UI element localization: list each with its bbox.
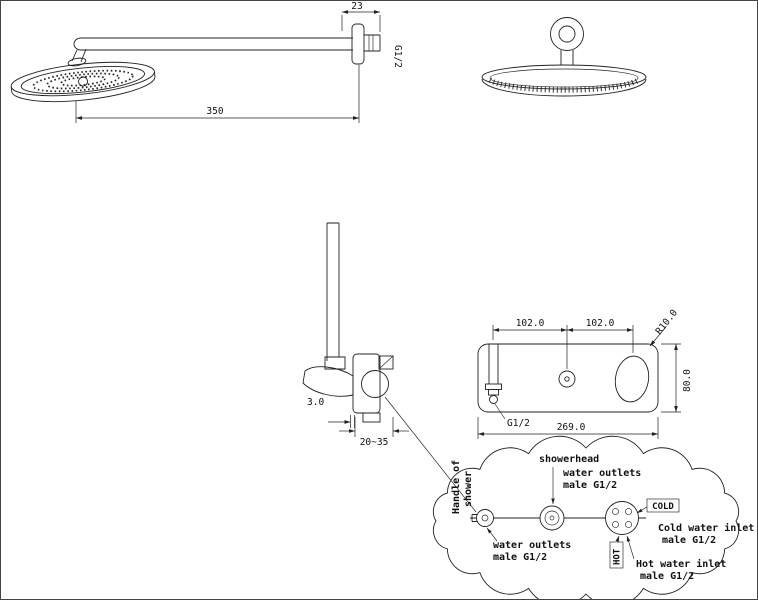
valve-bottom-stub [362, 412, 381, 423]
head-front-body [481, 78, 647, 97]
handle-label-line1: Handle of [451, 460, 462, 514]
plate-pipe-outlet [489, 395, 498, 404]
dim-350-label: 350 [206, 106, 223, 117]
dim-102-left-label: 102.0 [516, 318, 545, 329]
outlets-bottom-label-line1: water outlets [493, 540, 571, 551]
shower-head-side [10, 61, 156, 103]
stub-thread-lines [368, 35, 374, 51]
hot-inlet-label-line1: Hot water inlet [636, 558, 726, 570]
dim-20-35-extensions [354, 417, 394, 437]
head-center-cap [78, 76, 89, 87]
cloud-outline [432, 435, 740, 599]
cold-tag: COLD [652, 502, 674, 512]
head-front-hatch-ticks [488, 77, 640, 93]
inlet-bolt-1 [612, 508, 619, 515]
dim-23-extensions [341, 15, 381, 32]
dim-80-label: 80.0 [682, 369, 693, 392]
front-view-shower-head [481, 17, 647, 97]
thread-g12-plate-leader [494, 403, 506, 420]
thread-g12-arm-label: G1/2 [392, 45, 403, 68]
hot-tag-box [609, 541, 624, 569]
hot-tag-leader [615, 535, 620, 543]
mount-ring-inner [558, 25, 576, 43]
head-outer-rim [10, 61, 155, 97]
handle-outlet-dot [481, 514, 489, 522]
dim-3-label: 3.0 [307, 397, 324, 408]
mount-ring-outer [550, 17, 584, 51]
head-front-rim [481, 64, 647, 90]
hot-inlet-label-line2: male G1/2 [640, 571, 694, 582]
dim-23-label: 23 [351, 1, 362, 12]
plate-handle-oval [614, 355, 650, 403]
head-rim-thickness [10, 71, 156, 103]
wall-stub-pipe [364, 34, 381, 52]
outlets-top-label-line2: male G1/2 [563, 480, 617, 491]
dim-80-extensions [661, 343, 681, 413]
cold-inlet-label-line2: male G1/2 [662, 535, 716, 546]
front-view-mixer-valve: 3.0 20~35 [302, 222, 409, 448]
hot-inlet-leader [626, 535, 635, 560]
side-view-shower-arm: 23 G1/2 350 [10, 1, 403, 123]
dim-269-label: 269.0 [557, 422, 586, 433]
cold-tag-leader [636, 506, 648, 514]
back-view-mounting-plate: 102.0 102.0 R10.0 80.0 G1/2 269.0 [477, 307, 693, 439]
head-front-inner [489, 68, 639, 88]
nozzle-row-1 [32, 69, 134, 93]
radius-r10-label: R10.0 [654, 307, 680, 337]
head-inner-rim [20, 65, 146, 95]
showerhead-outlet-circle [539, 505, 565, 531]
nozzle-row-2 [46, 72, 120, 90]
valve-to-cloud-leader [384, 396, 477, 513]
wall-flange [351, 23, 365, 65]
dim-3-extensions [350, 415, 355, 428]
plate-top-extensions [492, 325, 634, 369]
arm-elbow [71, 48, 87, 63]
outlets-bottom-label-line2: male G1/2 [493, 552, 547, 563]
showerhead-outlet-dot [549, 515, 555, 521]
valve-cartridge [361, 370, 389, 398]
detail-callout-cloud: Handle of shower showerhead water outlet… [432, 435, 754, 599]
plate-pipe-nut [485, 383, 502, 390]
inlet-bolt-2 [625, 508, 632, 515]
cold-inlet-label-line1: Cold water inlet [658, 522, 754, 534]
valve-body [352, 353, 381, 414]
cold-tag-box [646, 498, 680, 513]
inlet-bolt-4 [625, 521, 632, 528]
connector-nut [67, 57, 87, 67]
dim-20-35-label: 20~35 [360, 437, 389, 448]
thread-g12-plate-label: G1/2 [507, 418, 530, 429]
shower-arm-outline [81, 37, 353, 51]
plate-center-dot [564, 376, 570, 382]
inlet-flange-circle [605, 501, 639, 535]
arm-end-cap [73, 37, 82, 51]
riser-elbow [324, 356, 346, 370]
outlets-top-label-line1: water outlets [563, 468, 641, 479]
valve-lever-handle [302, 366, 354, 397]
plate-pipe-fitting [488, 389, 499, 396]
mounting-plate [477, 343, 659, 413]
showerhead-label: showerhead [539, 454, 599, 465]
valve-top-fitting [378, 355, 394, 370]
dim-102-right-label: 102.0 [586, 318, 615, 329]
radius-leader [649, 327, 666, 347]
valve-top-fitting-diag [378, 355, 394, 370]
hot-tag: HOT [613, 548, 623, 565]
handle-label-line2: shower [463, 471, 474, 507]
inlet-bolt-3 [612, 521, 619, 528]
plate-center-outlet [558, 370, 576, 388]
riser-pipe [326, 222, 340, 361]
plate-pipe [488, 344, 499, 384]
ring-connector [560, 50, 574, 65]
showerhead-outlet-inner [544, 510, 560, 526]
outlets-bottom-leader [486, 527, 498, 542]
handle-outlet-circle [476, 509, 494, 527]
